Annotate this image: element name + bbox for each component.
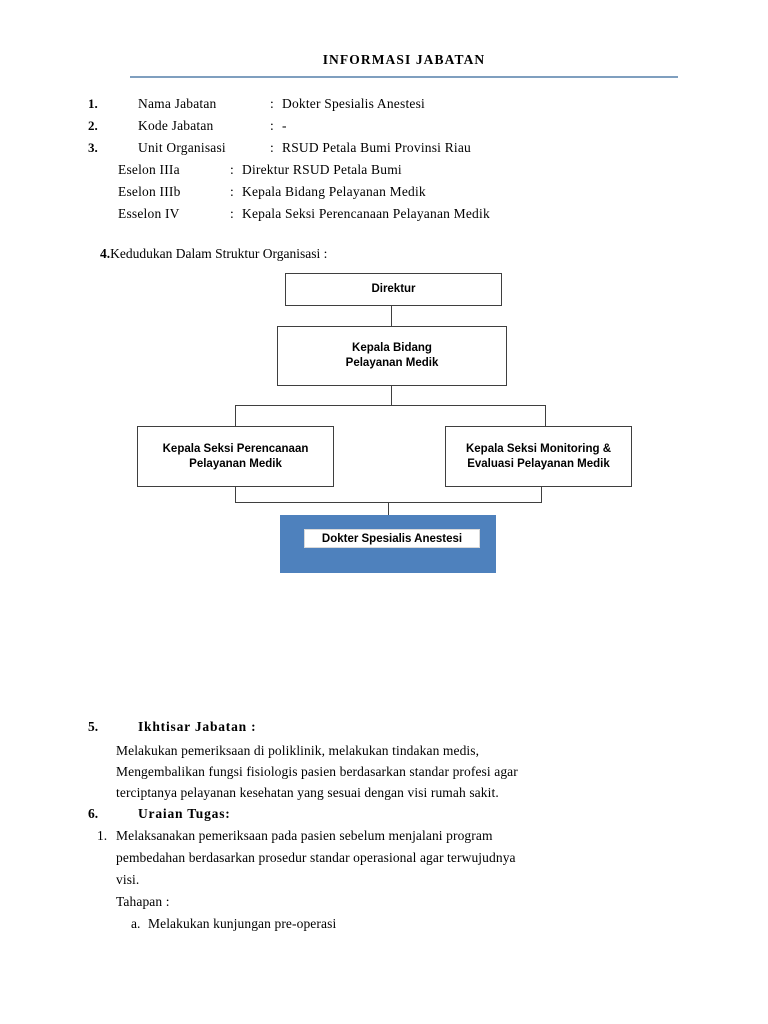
task-item-1-line-2: pembedahan berdasarkan prosedur standar …	[116, 850, 516, 865]
org-node-direktur: Direktur	[285, 273, 502, 306]
connector-split-bar	[235, 405, 546, 406]
org-node-kepala-bidang-line1: Kepala Bidang	[352, 342, 432, 354]
info-row-3-value: RSUD Petala Bumi Provinsi Riau	[282, 140, 472, 155]
section-4-text: Kedudukan Dalam Struktur Organisasi :	[110, 246, 328, 261]
connector-direktur-kabid	[391, 306, 392, 326]
eselon-row-2-value: Kepala Bidang Pelayanan Medik	[242, 184, 426, 199]
section-4-heading: 4.Kedudukan Dalam Struktur Organisasi :	[100, 246, 327, 262]
task-item-1-subitem-a-text: Melakukan kunjungan pre-operasi	[148, 916, 337, 931]
org-node-kepala-seksi-monitoring: Kepala Seksi Monitoring & Evaluasi Pelay…	[445, 426, 632, 487]
section-5-paragraph-line-1: Melakukan pemeriksaan di poliklinik, mel…	[116, 743, 480, 758]
info-row-3-number: 3.	[88, 140, 98, 155]
info-row-1-label: Nama Jabatan	[138, 96, 217, 111]
section-4-number: 4.	[100, 246, 111, 261]
info-row-2-colon: :	[270, 118, 274, 133]
info-row-3-colon: :	[270, 140, 274, 155]
section-5-paragraph-line-2: Mengembalikan fungsi fisiologis pasien b…	[116, 764, 518, 779]
task-item-1-subitem-a-number: a.	[131, 916, 141, 931]
org-node-kepala-bidang: Kepala Bidang Pelayanan Medik	[277, 326, 507, 386]
eselon-row-3-colon: :	[230, 206, 234, 221]
section-5-title: Ikhtisar Jabatan :	[138, 719, 257, 734]
page-title: INFORMASI JABATAN	[322, 52, 486, 67]
section-5-number: 5.	[88, 719, 99, 734]
eselon-row-3-label: Esselon IV	[118, 206, 180, 221]
connector-drop-left	[235, 405, 236, 426]
title-divider	[130, 76, 678, 78]
info-row-3-label: Unit Organisasi	[138, 140, 226, 155]
info-row-2-label: Kode Jabatan	[138, 118, 214, 133]
info-row-1-value: Dokter Spesialis Anestesi	[282, 96, 425, 111]
connector-up-right	[541, 487, 542, 503]
org-node-kepala-seksi-perencanaan-line2: Pelayanan Medik	[189, 457, 282, 470]
section-6-number: 6.	[88, 806, 99, 821]
eselon-row-1-colon: :	[230, 162, 234, 177]
section-5-paragraph-line-3: terciptanya pelayanan kesehatan yang ses…	[116, 785, 499, 800]
eselon-row-2-colon: :	[230, 184, 234, 199]
eselon-row-1-label: Eselon IIIa	[118, 162, 180, 177]
info-row-2-value: -	[282, 118, 287, 133]
eselon-row-2-label: Eselon IIIb	[118, 184, 181, 199]
org-node-kepala-seksi-monitoring-line1: Kepala Seksi Monitoring &	[465, 442, 612, 455]
task-item-1-tahapan-label: Tahapan :	[116, 894, 170, 909]
org-node-kepala-seksi-perencanaan-line1: Kepala Seksi Perencanaan	[162, 442, 309, 455]
org-node-dokter-spesialis-anestesi-label-box: Dokter Spesialis Anestesi	[304, 529, 480, 548]
task-item-1-line-1: Melaksanakan pemeriksaan pada pasien seb…	[116, 828, 493, 843]
section-6-title: Uraian Tugas:	[138, 806, 231, 821]
connector-up-left	[235, 487, 236, 503]
connector-kabid-stem	[391, 386, 392, 406]
info-row-1-colon: :	[270, 96, 274, 111]
connector-drop-right	[545, 405, 546, 426]
info-row-2-number: 2.	[88, 118, 98, 133]
info-row-1-number: 1.	[88, 96, 98, 111]
task-item-1-line-3: visi.	[116, 872, 140, 887]
org-node-kepala-seksi-monitoring-line2: Evaluasi Pelayanan Medik	[467, 457, 610, 470]
org-node-dokter-spesialis-anestesi-label: Dokter Spesialis Anestesi	[321, 532, 463, 545]
org-node-kepala-bidang-line2: Pelayanan Medik	[345, 357, 439, 369]
org-node-kepala-seksi-perencanaan: Kepala Seksi Perencanaan Pelayanan Medik	[137, 426, 334, 487]
org-node-direktur-label: Direktur	[371, 283, 416, 295]
eselon-row-1-value: Direktur RSUD Petala Bumi	[242, 162, 402, 177]
task-item-1-number: 1.	[97, 828, 108, 843]
eselon-row-3-value: Kepala Seksi Perencanaan Pelayanan Medik	[242, 206, 490, 221]
